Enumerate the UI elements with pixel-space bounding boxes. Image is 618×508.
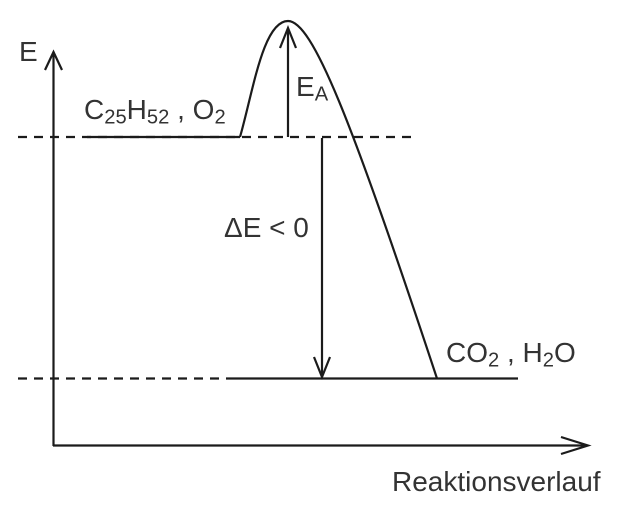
products-label-subscript: 2 bbox=[488, 349, 500, 372]
reactants-label-subscript: 2 bbox=[214, 106, 226, 129]
products-label: CO2 , H2O bbox=[446, 337, 576, 372]
reactants-label-subscript: 25 bbox=[104, 106, 127, 129]
reactants-label-part: C bbox=[84, 94, 105, 125]
products-label-subscript: 2 bbox=[542, 349, 554, 372]
y-axis-label: E bbox=[19, 36, 38, 67]
products-label-part: CO bbox=[446, 337, 488, 368]
products-label-part: , H bbox=[499, 337, 543, 368]
activation-energy-label-base: E bbox=[296, 71, 315, 102]
delta-e-label: ΔE < 0 bbox=[224, 212, 309, 243]
delta-e-arrowhead-icon bbox=[312, 356, 332, 380]
energy-curve bbox=[238, 19, 439, 379]
x-axis-arrowhead-icon bbox=[560, 435, 592, 456]
reactants-label-part: H bbox=[126, 94, 147, 125]
reactants-label: C25H52 , O2 bbox=[84, 94, 226, 129]
activation-energy-label-subscript: A bbox=[314, 83, 329, 106]
activation-energy-label: EA bbox=[296, 71, 329, 106]
products-label-part: O bbox=[554, 337, 576, 368]
reactants-label-subscript: 52 bbox=[146, 106, 170, 129]
y-axis-arrowhead-icon bbox=[44, 49, 63, 71]
reactants-label-part: , O bbox=[169, 94, 215, 125]
activation-energy-arrowhead-icon bbox=[278, 25, 298, 49]
x-axis-label: Reaktionsverlauf bbox=[392, 466, 601, 497]
